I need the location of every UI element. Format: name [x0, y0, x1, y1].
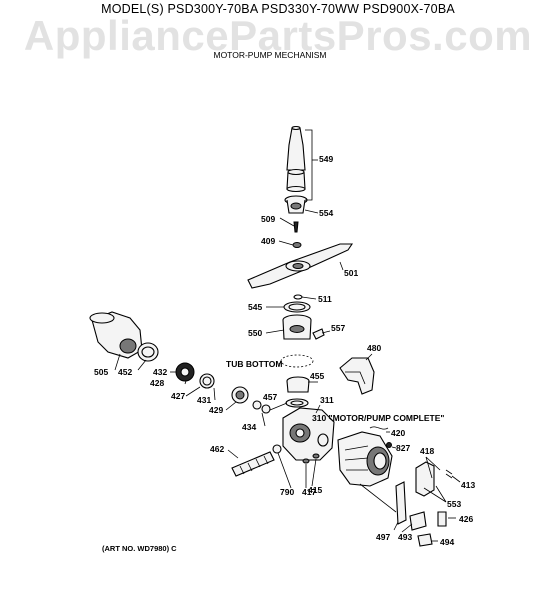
part-554-nut[interactable] — [284, 195, 308, 214]
label-429: 429 — [209, 405, 223, 415]
part-415-screw[interactable] — [312, 453, 320, 459]
label-415: 415 — [308, 485, 322, 495]
label-431: 431 — [197, 395, 211, 405]
tub-bottom-outline — [280, 354, 314, 368]
label-413: 413 — [461, 480, 475, 490]
label-480: 480 — [367, 343, 381, 353]
label-420: 420 — [391, 428, 405, 438]
label-501: 501 — [344, 268, 358, 278]
part-428-impeller[interactable] — [175, 362, 195, 382]
label-462: 462 — [210, 444, 224, 454]
part-480-duct[interactable] — [339, 357, 375, 395]
part-509-screw[interactable] — [293, 221, 299, 233]
part-452-clamp[interactable] — [137, 342, 159, 362]
part-413-spring[interactable] — [445, 469, 453, 479]
leader-lines — [114, 129, 461, 542]
label-545: 545 — [248, 302, 262, 312]
label-409: 409 — [261, 236, 275, 246]
part-457-ring[interactable] — [285, 398, 309, 408]
part-labels: 549 554 509 409 501 511 545 550 557 480 … — [94, 154, 475, 547]
label-434: 434 — [242, 422, 256, 432]
label-455: 455 — [310, 371, 324, 381]
label-427: 427 — [171, 391, 185, 401]
part-429-impeller[interactable] — [231, 386, 249, 404]
part-549-spray-tower[interactable] — [286, 125, 306, 193]
label-553: 553 — [447, 499, 461, 509]
diagram-subtitle: MOTOR-PUMP MECHANISM — [213, 50, 327, 60]
part-550-housing[interactable] — [282, 314, 312, 340]
part-494-pad[interactable] — [417, 533, 433, 547]
watermark: AppliancePartsPros.com — [23, 12, 533, 59]
label-554: 554 — [319, 208, 333, 218]
label-509: 509 — [261, 214, 275, 224]
part-motor[interactable] — [337, 431, 393, 487]
label-452: 452 — [118, 367, 132, 377]
part-417-washer[interactable] — [302, 458, 310, 464]
label-557: 557 — [331, 323, 345, 333]
label-549: 549 — [319, 154, 333, 164]
label-310: 310 "MOTOR/PUMP COMPLETE" — [312, 413, 444, 423]
part-409-washer[interactable] — [292, 242, 302, 248]
part-420-wire[interactable] — [369, 426, 389, 430]
label-428: 428 — [150, 378, 164, 388]
label-511: 511 — [318, 294, 332, 304]
label-418: 418 — [420, 446, 434, 456]
label-497: 497 — [376, 532, 390, 542]
part-511-ring[interactable] — [293, 294, 303, 300]
label-tub-bottom: TUB BOTTOM — [226, 359, 283, 369]
label-550: 550 — [248, 328, 262, 338]
part-545-gasket[interactable] — [283, 301, 311, 313]
label-827: 827 — [396, 443, 410, 453]
part-434-spacers[interactable] — [252, 400, 271, 414]
models-line: MODEL(S) PSD300Y-70BA PSD330Y-70WW PSD90… — [101, 2, 455, 16]
part-311-pump-body[interactable] — [282, 407, 335, 461]
label-494: 494 — [440, 537, 454, 547]
part-418-bracket[interactable] — [415, 461, 435, 497]
label-493: 493 — [398, 532, 412, 542]
part-462-hose[interactable] — [231, 451, 275, 477]
label-426: 426 — [459, 514, 473, 524]
label-311: 311 — [320, 395, 334, 405]
part-426-clip[interactable] — [437, 511, 447, 527]
part-497-mount[interactable] — [395, 481, 407, 525]
label-417: 417 — [302, 487, 316, 497]
art-number: (ART NO. WD7980) C — [102, 544, 177, 553]
part-501-spray-arm[interactable] — [247, 243, 354, 289]
part-505-chamber[interactable] — [89, 311, 143, 359]
label-432: 432 — [153, 367, 167, 377]
part-455-seal[interactable] — [286, 376, 310, 393]
label-457: 457 — [263, 392, 277, 402]
part-790-plug[interactable] — [272, 444, 282, 454]
label-790: 790 — [280, 487, 294, 497]
label-505: 505 — [94, 367, 108, 377]
part-557-clip[interactable] — [312, 328, 325, 340]
part-827-nut[interactable] — [386, 442, 392, 448]
part-431-ring[interactable] — [199, 373, 215, 389]
part-493-block[interactable] — [409, 511, 427, 531]
